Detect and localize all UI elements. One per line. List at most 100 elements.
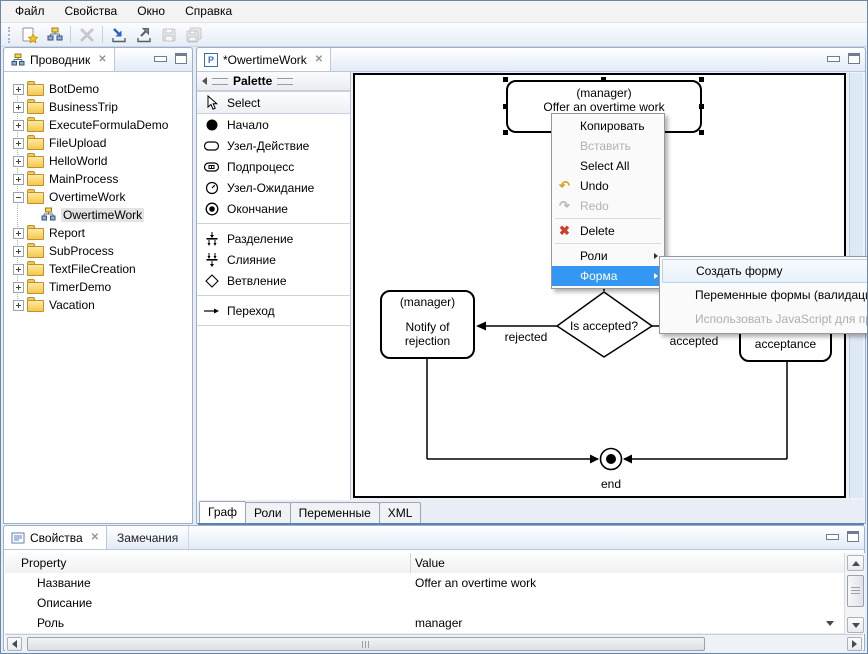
- selection-handle[interactable]: [699, 104, 704, 109]
- scrollbar-thumb[interactable]: [847, 575, 864, 607]
- tree-item[interactable]: MainProcess: [4, 170, 192, 188]
- palette-item-decision[interactable]: Ветвление: [197, 270, 350, 291]
- process-structure-button[interactable]: [42, 24, 67, 45]
- selection-handle[interactable]: [699, 77, 704, 82]
- menu-item-copy[interactable]: Копировать: [552, 116, 664, 136]
- tree-item[interactable]: Vacation: [4, 296, 192, 314]
- new-process-button[interactable]: [17, 24, 42, 45]
- palette-item-fork[interactable]: Разделение: [197, 228, 350, 249]
- tree-item-label[interactable]: TextFileCreation: [49, 262, 136, 276]
- node-notify-rejection[interactable]: (manager) Notify of rejection: [380, 290, 475, 359]
- palette-item-action-node[interactable]: Узел-Действие: [197, 135, 350, 156]
- tree-item-label[interactable]: OvertimeWork: [49, 190, 126, 204]
- expander-plus-icon[interactable]: [13, 120, 24, 131]
- palette-item-select[interactable]: Select: [197, 91, 350, 114]
- palette-item-start[interactable]: Начало: [197, 114, 350, 135]
- tree-item-label[interactable]: OwertimeWork: [61, 208, 145, 222]
- menu-file[interactable]: Файл: [15, 4, 45, 18]
- tree-item[interactable]: BusinessTrip: [4, 98, 192, 116]
- selection-handle[interactable]: [601, 77, 606, 82]
- minimize-button[interactable]: [827, 55, 840, 62]
- property-value[interactable]: manager: [415, 616, 463, 630]
- expander-plus-icon[interactable]: [13, 174, 24, 185]
- close-icon[interactable]: ✕: [98, 54, 107, 65]
- palette-header[interactable]: Palette: [197, 72, 350, 91]
- scrollbar-thumb[interactable]: [27, 637, 705, 651]
- maximize-button[interactable]: [847, 531, 859, 542]
- tree-item-label[interactable]: Vacation: [49, 298, 95, 312]
- tree-item[interactable]: SubProcess: [4, 242, 192, 260]
- menu-help[interactable]: Справка: [185, 4, 233, 18]
- tree-item[interactable]: FileUpload: [4, 134, 192, 152]
- expander-plus-icon[interactable]: [13, 156, 24, 167]
- horizontal-scrollbar[interactable]: [5, 634, 863, 652]
- palette-item-subprocess[interactable]: Подпроцесс: [197, 156, 350, 177]
- selection-handle[interactable]: [503, 104, 508, 109]
- tree-item-label[interactable]: BusinessTrip: [49, 100, 118, 114]
- scroll-left-button[interactable]: [7, 636, 22, 651]
- tree-item-child[interactable]: OwertimeWork: [4, 206, 192, 224]
- palette-item-end-node[interactable]: Окончание: [197, 198, 350, 219]
- collapse-palette-icon[interactable]: [202, 77, 207, 85]
- selection-handle[interactable]: [503, 130, 508, 135]
- close-icon[interactable]: ✕: [90, 532, 100, 543]
- tree-item-label[interactable]: ExecuteFormulaDemo: [49, 118, 169, 132]
- menu-item-select-all[interactable]: Select All: [552, 156, 664, 176]
- toolbar-grip[interactable]: [8, 26, 13, 43]
- tab-owertimework[interactable]: P *OwertimeWork ✕: [197, 48, 332, 71]
- submenu-item-create-form[interactable]: Создать форму: [662, 259, 867, 283]
- expander-plus-icon[interactable]: [13, 300, 24, 311]
- tree-item[interactable]: BotDemo: [4, 80, 192, 98]
- expander-plus-icon[interactable]: [13, 102, 24, 113]
- selection-handle[interactable]: [699, 130, 704, 135]
- expander-plus-icon[interactable]: [13, 246, 24, 257]
- expander-plus-icon[interactable]: [13, 228, 24, 239]
- table-row[interactable]: Описание: [5, 593, 844, 614]
- tree-item[interactable]: TextFileCreation: [4, 260, 192, 278]
- scroll-right-button[interactable]: [847, 636, 862, 651]
- import-button[interactable]: [106, 24, 131, 45]
- menu-window[interactable]: Окно: [137, 4, 166, 18]
- palette-item-wait-node[interactable]: Узел-Ожидание: [197, 177, 350, 198]
- tree-item[interactable]: OvertimeWork: [4, 188, 192, 206]
- tab-explorer[interactable]: Проводник ✕: [4, 48, 115, 71]
- tab-graph[interactable]: Граф: [199, 501, 247, 523]
- export-button[interactable]: [131, 24, 156, 45]
- tree-item-label[interactable]: BotDemo: [49, 82, 100, 96]
- maximize-button[interactable]: [848, 53, 860, 64]
- menu-item-roles[interactable]: Роли: [552, 246, 664, 266]
- tree-item-label[interactable]: FileUpload: [49, 136, 107, 150]
- expander-plus-icon[interactable]: [13, 264, 24, 275]
- tab-properties[interactable]: Свойства ✕: [4, 526, 108, 549]
- expander-minus-icon[interactable]: [13, 192, 24, 203]
- close-icon[interactable]: ✕: [314, 54, 324, 65]
- scroll-up-button[interactable]: [847, 555, 864, 571]
- property-value[interactable]: Offer an overtime work: [415, 576, 537, 590]
- tree-item-label[interactable]: Report: [49, 226, 86, 240]
- tree-item[interactable]: Report: [4, 224, 192, 242]
- selection-handle[interactable]: [503, 77, 508, 82]
- tree-item[interactable]: ExecuteFormulaDemo: [4, 116, 192, 134]
- palette-item-transition[interactable]: Переход: [197, 300, 350, 321]
- menu-properties[interactable]: Свойства: [64, 4, 118, 18]
- tree-item-label[interactable]: HelloWorld: [49, 154, 108, 168]
- table-row[interactable]: Название Offer an overtime work: [5, 573, 844, 594]
- submenu-item-form-variables[interactable]: Переменные формы (валидация: [695, 288, 868, 302]
- vertical-scrollbar[interactable]: [844, 553, 865, 634]
- tree-item[interactable]: HelloWorld: [4, 152, 192, 170]
- menu-item-form[interactable]: Форма: [552, 266, 664, 286]
- tab-notes[interactable]: Замечания: [107, 526, 190, 549]
- scroll-down-button[interactable]: [847, 617, 864, 633]
- tab-roles[interactable]: Роли: [245, 502, 291, 523]
- tree-item[interactable]: TimerDemo: [4, 278, 192, 296]
- tree-item-label[interactable]: SubProcess: [49, 244, 114, 258]
- minimize-button[interactable]: [826, 533, 839, 540]
- expander-plus-icon[interactable]: [13, 282, 24, 293]
- tree-item-label[interactable]: MainProcess: [49, 172, 119, 186]
- role-dropdown-button[interactable]: [822, 616, 838, 631]
- minimize-button[interactable]: [154, 55, 167, 62]
- table-row[interactable]: Роль manager: [5, 613, 844, 634]
- maximize-button[interactable]: [175, 53, 187, 64]
- expander-plus-icon[interactable]: [13, 138, 24, 149]
- tab-variables[interactable]: Переменные: [289, 502, 380, 523]
